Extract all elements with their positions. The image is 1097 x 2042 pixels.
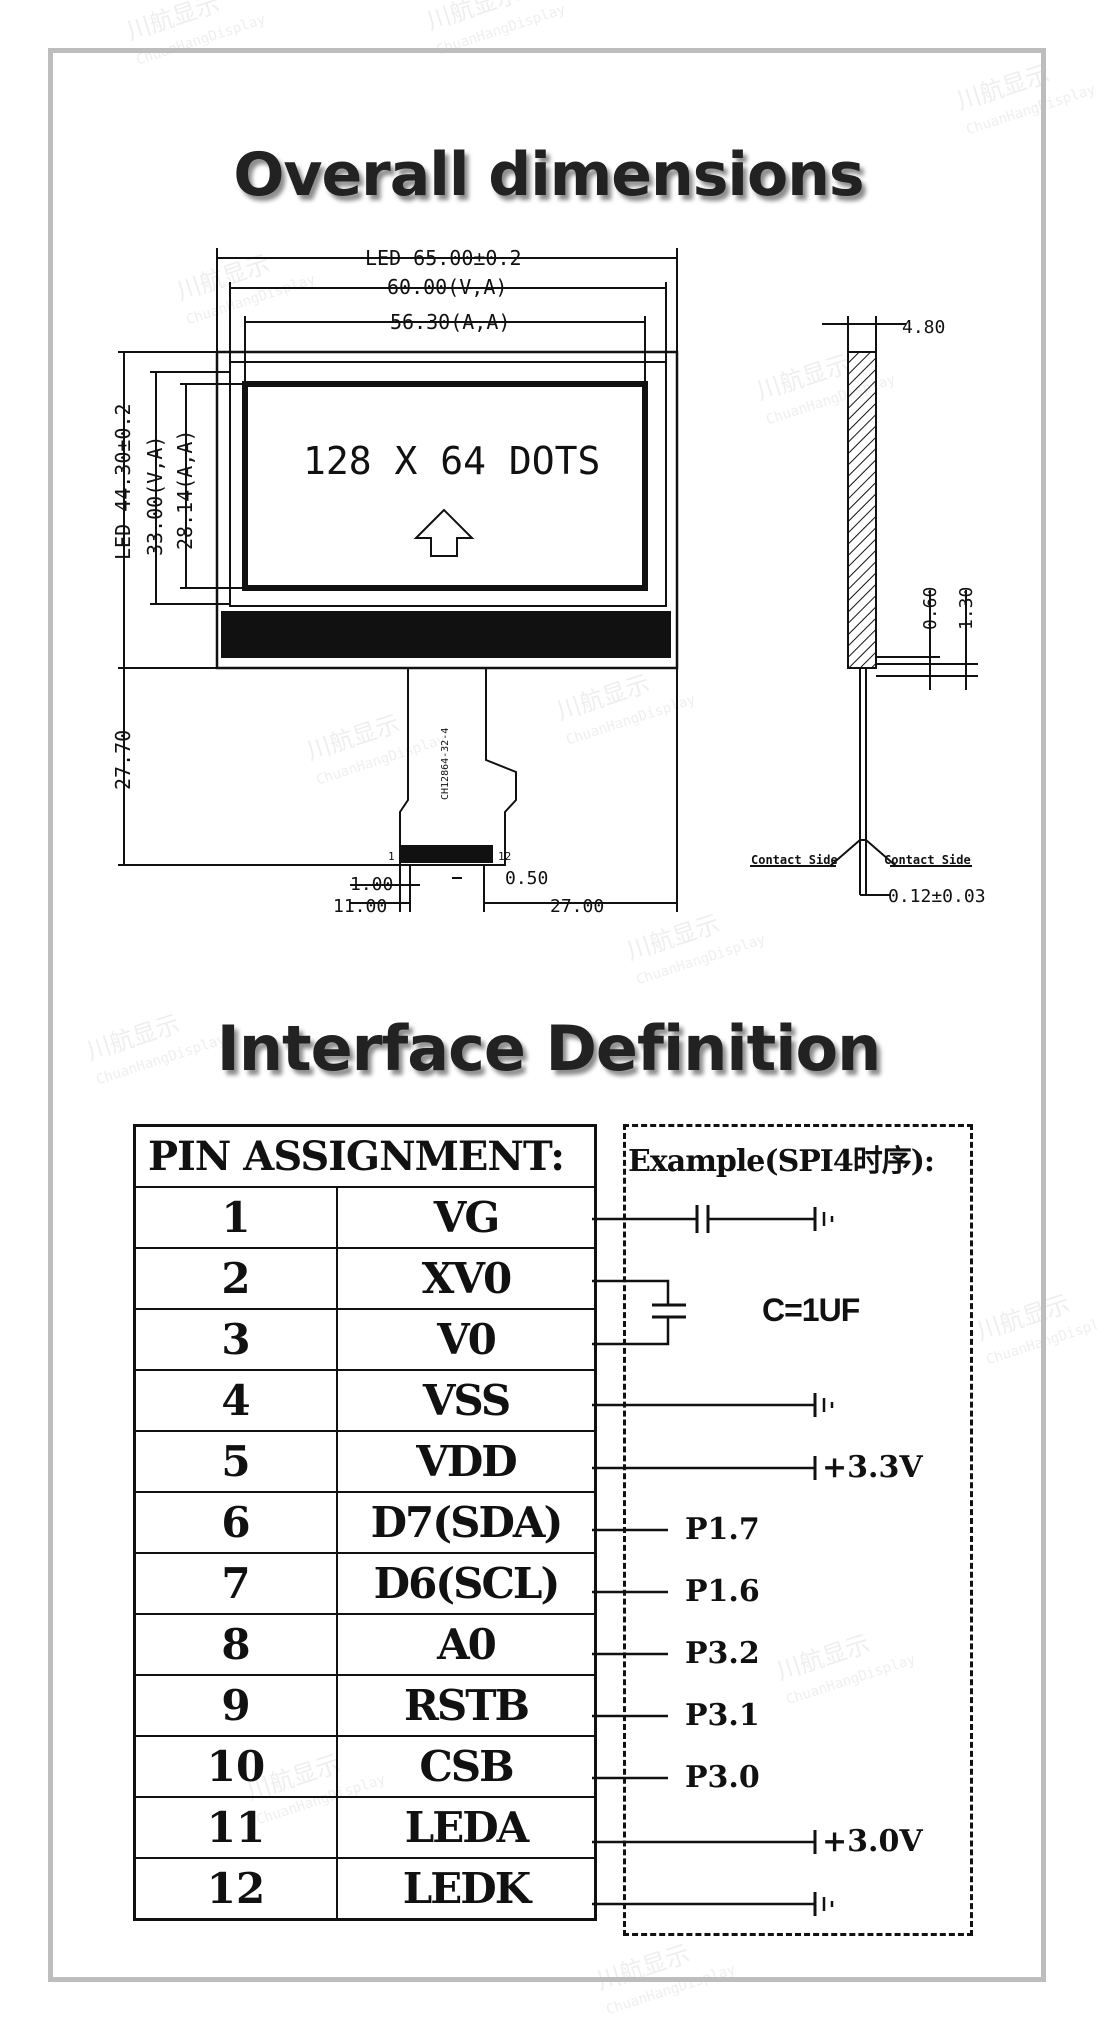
- dim-led-width: LED 65.00±0.2: [365, 246, 522, 270]
- pin-name: XV0: [336, 1247, 597, 1310]
- pin-number: 3: [133, 1308, 338, 1371]
- pin-name: VSS: [336, 1369, 597, 1432]
- rstb-port-label: P3.1: [685, 1698, 760, 1733]
- dim-tail-offset: 27.00: [550, 896, 604, 917]
- dim-060: 0.60: [920, 587, 941, 630]
- fpc-code: CH12864-32-4: [440, 728, 451, 800]
- fpc-pin-last: 12: [498, 850, 511, 863]
- dim-fpc-thickness: 0.12±0.03: [888, 886, 986, 907]
- fpc-connector: [399, 845, 493, 863]
- pin-number: 4: [133, 1369, 338, 1432]
- module-outline: [215, 350, 679, 670]
- up-arrow-icon: [413, 508, 475, 557]
- table-header-row: PIN ASSIGNMENT:: [133, 1124, 597, 1188]
- pin-name: LEDA: [336, 1796, 597, 1859]
- contact-side-right: Contact Side: [884, 853, 971, 867]
- vdd-label: +3.3V: [822, 1450, 923, 1485]
- dim-aa-width: 56.30(A,A): [390, 310, 510, 334]
- dim-pin-width: 0.50: [505, 868, 548, 889]
- dots-label: 128 X 64 DOTS: [303, 439, 600, 483]
- pin-name: D6(SCL): [336, 1552, 597, 1615]
- dim-led-height: LED 44.30±0.2: [111, 403, 135, 560]
- pin-name: V0: [336, 1308, 597, 1371]
- dimension-drawing: LED 65.00±0.2 60.00(V,A) 56.30(A,A) 128 …: [111, 246, 986, 917]
- active-area: [242, 381, 648, 591]
- pin-name: VDD: [336, 1430, 597, 1493]
- fpc-pin-first: 1: [388, 850, 395, 863]
- contact-side-left: Contact Side: [751, 853, 838, 867]
- example-title: Example(SPI4时序):: [628, 1144, 935, 1179]
- pin-number: 1: [133, 1186, 338, 1249]
- pin-number: 5: [133, 1430, 338, 1493]
- pin-number: 10: [133, 1735, 338, 1798]
- pin-name: D7(SDA): [336, 1491, 597, 1554]
- pin-number: 6: [133, 1491, 338, 1554]
- side-view-panel: [847, 351, 877, 669]
- dim-pin-span: 11.00: [333, 896, 387, 917]
- csb-port-label: P3.0: [685, 1760, 760, 1795]
- heading-interface-definition: Interface Definition: [216, 1012, 881, 1085]
- pin-number: 12: [133, 1857, 338, 1921]
- backlight-bar: [221, 611, 671, 658]
- dim-pitch: 1.00: [350, 874, 393, 895]
- scl-port-label: P1.6: [685, 1574, 760, 1609]
- dim-va-height: 33.00(V,A): [143, 436, 167, 556]
- pin-name: VG: [336, 1186, 597, 1249]
- pin-number: 11: [133, 1796, 338, 1859]
- fpc-tail: [399, 668, 517, 866]
- example-circuit-box: [623, 1124, 973, 1936]
- pin-number: 8: [133, 1613, 338, 1676]
- heading-overall-dimensions: Overall dimensions: [233, 140, 864, 210]
- pin-name: CSB: [336, 1735, 597, 1798]
- dim-thickness: 4.80: [902, 317, 945, 338]
- a0-port-label: P3.2: [685, 1636, 760, 1671]
- table-header: PIN ASSIGNMENT:: [133, 1124, 597, 1188]
- viewing-area: [229, 361, 667, 607]
- pin-number: 2: [133, 1247, 338, 1310]
- page-frame: [48, 48, 1046, 1982]
- leda-label: +3.0V: [822, 1824, 923, 1859]
- pin-name: A0: [336, 1613, 597, 1676]
- sda-port-label: P1.7: [685, 1512, 760, 1547]
- pin-name: RSTB: [336, 1674, 597, 1737]
- dim-aa-height: 28.14(A,A): [173, 430, 197, 550]
- pin-number: 7: [133, 1552, 338, 1615]
- dim-va-width: 60.00(V,A): [387, 275, 507, 299]
- dim-tail-length: 27.70: [111, 730, 135, 790]
- dim-130: 1.30: [956, 587, 977, 630]
- pin-name: LEDK: [336, 1857, 597, 1921]
- capacitor-label: C=1UF: [762, 1292, 860, 1328]
- pin-number: 9: [133, 1674, 338, 1737]
